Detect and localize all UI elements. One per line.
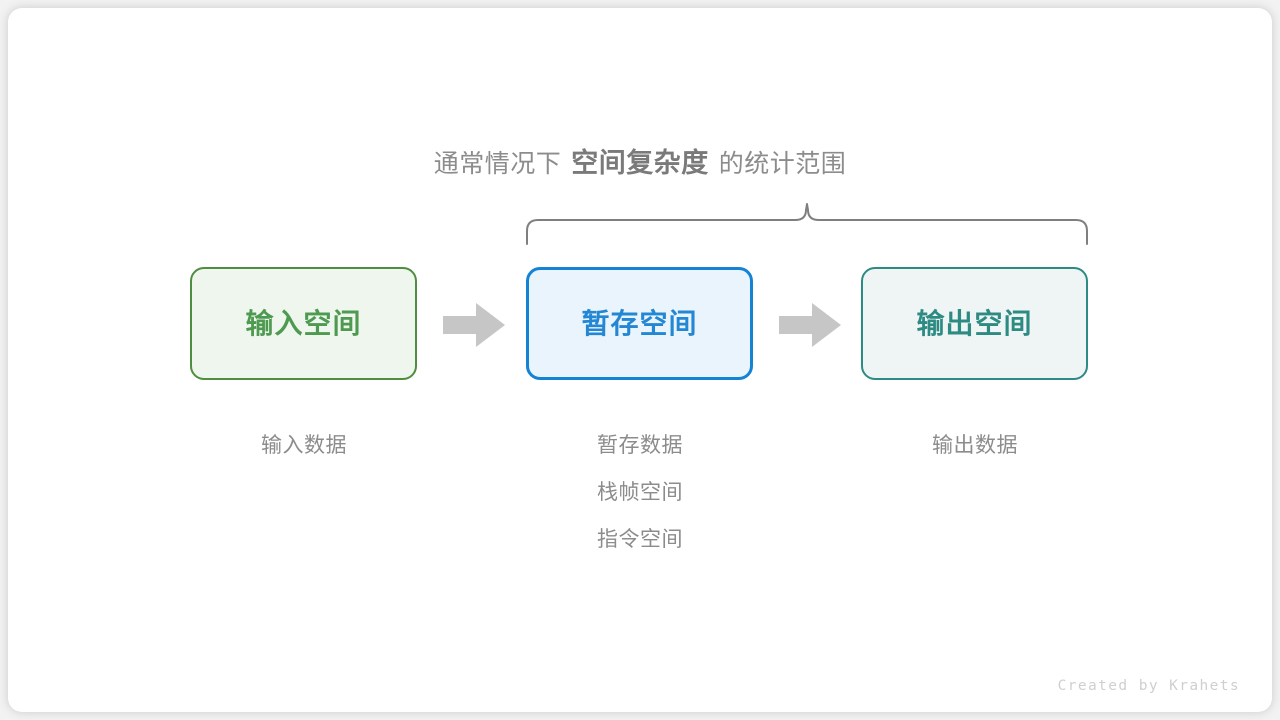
- caption-line: 输出数据: [932, 434, 1018, 457]
- caption-line: 暂存数据: [597, 434, 683, 457]
- arrow-right-icon-1: [443, 303, 505, 347]
- caption-output-space: 输出数据: [845, 422, 1105, 469]
- curly-brace-icon: [505, 196, 1115, 254]
- title-suffix: 的统计范围: [718, 150, 847, 178]
- caption-line: 指令空间: [597, 528, 683, 551]
- title-emphasis: 空间复杂度: [571, 148, 709, 178]
- box-output-space-label: 输出空间: [916, 307, 1033, 339]
- credit-text: Created by Krahets: [1057, 678, 1240, 694]
- box-input-space[interactable]: 输入空间: [190, 267, 417, 380]
- arrow-right-icon-2: [779, 303, 841, 347]
- caption-line: 输入数据: [261, 434, 347, 457]
- box-temp-space[interactable]: 暂存空间: [526, 267, 753, 380]
- caption-temp-space: 暂存数据 栈帧空间 指令空间: [510, 422, 770, 563]
- title-prefix: 通常情况下: [433, 150, 562, 178]
- box-output-space[interactable]: 输出空间: [861, 267, 1088, 380]
- caption-input-space: 输入数据: [174, 422, 434, 469]
- diagram-title: 通常情况下空间复杂度的统计范围: [0, 150, 1280, 177]
- caption-line: 栈帧空间: [597, 481, 683, 504]
- box-temp-space-label: 暂存空间: [581, 307, 698, 339]
- box-input-space-label: 输入空间: [245, 307, 362, 339]
